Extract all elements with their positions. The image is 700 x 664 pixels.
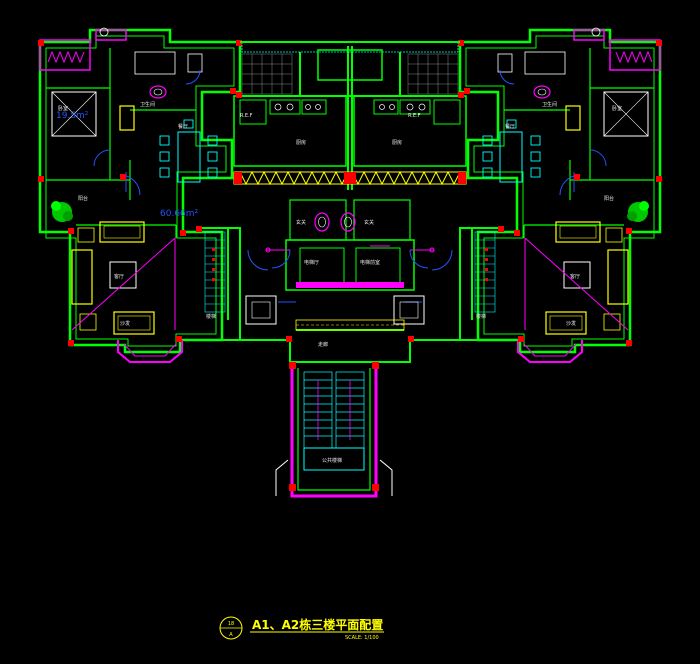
left-dining-table — [177, 131, 201, 183]
left-tv-cabinet — [77, 227, 95, 243]
left-columns — [38, 40, 242, 346]
right-sofa-label: 沙发 — [566, 320, 576, 327]
dimension-marks — [265, 245, 435, 253]
left-diagonal-annotation — [71, 237, 176, 331]
core-doors — [247, 249, 453, 303]
left-bath-tub — [134, 51, 176, 75]
corridor-wall — [240, 329, 460, 363]
core-outer-wall — [240, 41, 460, 190]
left-toilet — [149, 85, 167, 99]
left-bed — [51, 91, 97, 137]
title-block: 18 A A1、A2栋三楼平面配置 SCALE: 1/100 — [219, 616, 384, 641]
right-kitchen-label: 厨房 — [392, 139, 402, 146]
central-bath-right — [353, 199, 411, 241]
left-basin — [187, 53, 203, 73]
central-toilets — [314, 212, 356, 232]
stairwell-taper — [275, 459, 393, 496]
right-living-label: 客厅 — [570, 273, 580, 280]
left-balcony-label: 阳台 — [78, 195, 88, 202]
core-columns — [196, 92, 504, 342]
stair-label-right: 楼梯 — [476, 313, 486, 320]
right-bedroom-label: 卧室 — [612, 105, 622, 112]
stair-wall-left — [200, 227, 241, 341]
left-window-zigzag — [47, 50, 85, 64]
left-dining-chairs — [159, 119, 218, 178]
core-center-block — [317, 49, 383, 81]
drawing-title: A1、A2栋三楼平面配置 — [252, 617, 383, 632]
stairs-left — [204, 231, 226, 313]
left-kitchen — [233, 95, 347, 167]
stair-arrow — [317, 380, 351, 440]
stairwell-wall-outer — [290, 362, 378, 498]
left-unit-inner-wall — [45, 35, 235, 347]
stairwell-columns — [289, 362, 379, 491]
right-balcony-label: 阳台 — [604, 195, 614, 202]
drawing-scale: SCALE: 1/100 — [345, 635, 379, 641]
kitchen-tiles-left — [241, 53, 293, 95]
left-unit-outer-wall — [38, 28, 242, 354]
ref-label-left: R.E.F — [240, 113, 253, 119]
left-bath-label: 卫生间 — [140, 101, 155, 108]
left-unit-area: 60.66m² — [160, 209, 199, 219]
left-plant-icon — [51, 201, 73, 222]
central-core: R.E.F R.E.F 厨房 厨房 玄关 玄关 电梯厅 电梯前室 — [196, 41, 504, 363]
left-window-top — [95, 29, 127, 41]
right-unit — [458, 27, 662, 363]
stair-wall-right — [459, 227, 500, 341]
left-sofa-label: 沙发 — [120, 320, 130, 327]
drawing-tag-letter: A — [229, 632, 233, 638]
elevator-hall-label-left: 电梯厅 — [304, 259, 319, 266]
left-sofa-bottom — [113, 311, 155, 335]
shaft-left — [245, 295, 277, 325]
stairwell-extension: 公共楼梯 — [275, 362, 393, 498]
left-sofa-top — [99, 221, 145, 243]
stairwell-wall-inner — [297, 368, 371, 491]
stair-landing — [303, 447, 365, 471]
left-dining-label: 餐厅 — [178, 123, 188, 130]
left-coffee-table — [109, 261, 137, 289]
kitchen-counters — [239, 99, 461, 125]
left-sofa-side — [71, 249, 93, 305]
left-partitions — [46, 48, 196, 238]
central-bath-label-right: 玄关 — [364, 219, 374, 226]
left-room-area: 19.5m² — [56, 111, 89, 121]
ref-label-right: R.E.F — [408, 113, 421, 119]
left-bedroom-label: 卧室 — [58, 105, 68, 112]
stair-room-label: 公共楼梯 — [322, 457, 342, 464]
elevator-shaft-left — [299, 247, 345, 285]
drawing-tag-number: 18 — [228, 621, 234, 627]
central-bath-label-left: 玄关 — [296, 219, 306, 226]
right-kitchen — [353, 95, 467, 167]
left-kitchen-label: 厨房 — [296, 139, 306, 146]
left-living-label: 客厅 — [114, 273, 124, 280]
elevator-hall-label-right: 电梯前室 — [360, 259, 380, 266]
shaft-right — [393, 295, 425, 325]
left-unit: 卧室 卫生间 餐厅 客厅 沙发 阳台 19.5m² 60.66m² — [38, 27, 242, 363]
right-unit-labels: 卧室 卫生间 餐厅 客厅 沙发 阳台 — [505, 101, 622, 327]
right-bath-label: 卫生间 — [542, 101, 557, 108]
corridor-label: 走廊 — [318, 341, 328, 348]
kitchen-tiles-right — [407, 53, 459, 95]
left-side-table — [79, 313, 97, 331]
right-dining-label: 餐厅 — [505, 123, 515, 130]
left-bay-window — [117, 340, 183, 363]
kitchen-sinks — [274, 103, 426, 111]
left-window-bedroom — [39, 39, 91, 71]
stair-label-left: 楼梯 — [206, 313, 216, 320]
elevator-hall — [285, 239, 415, 291]
left-sink-icon — [99, 27, 109, 37]
left-bed-pillow — [119, 105, 135, 131]
elevator-shaft-right — [355, 247, 401, 285]
left-bay-window-inner — [123, 343, 177, 357]
